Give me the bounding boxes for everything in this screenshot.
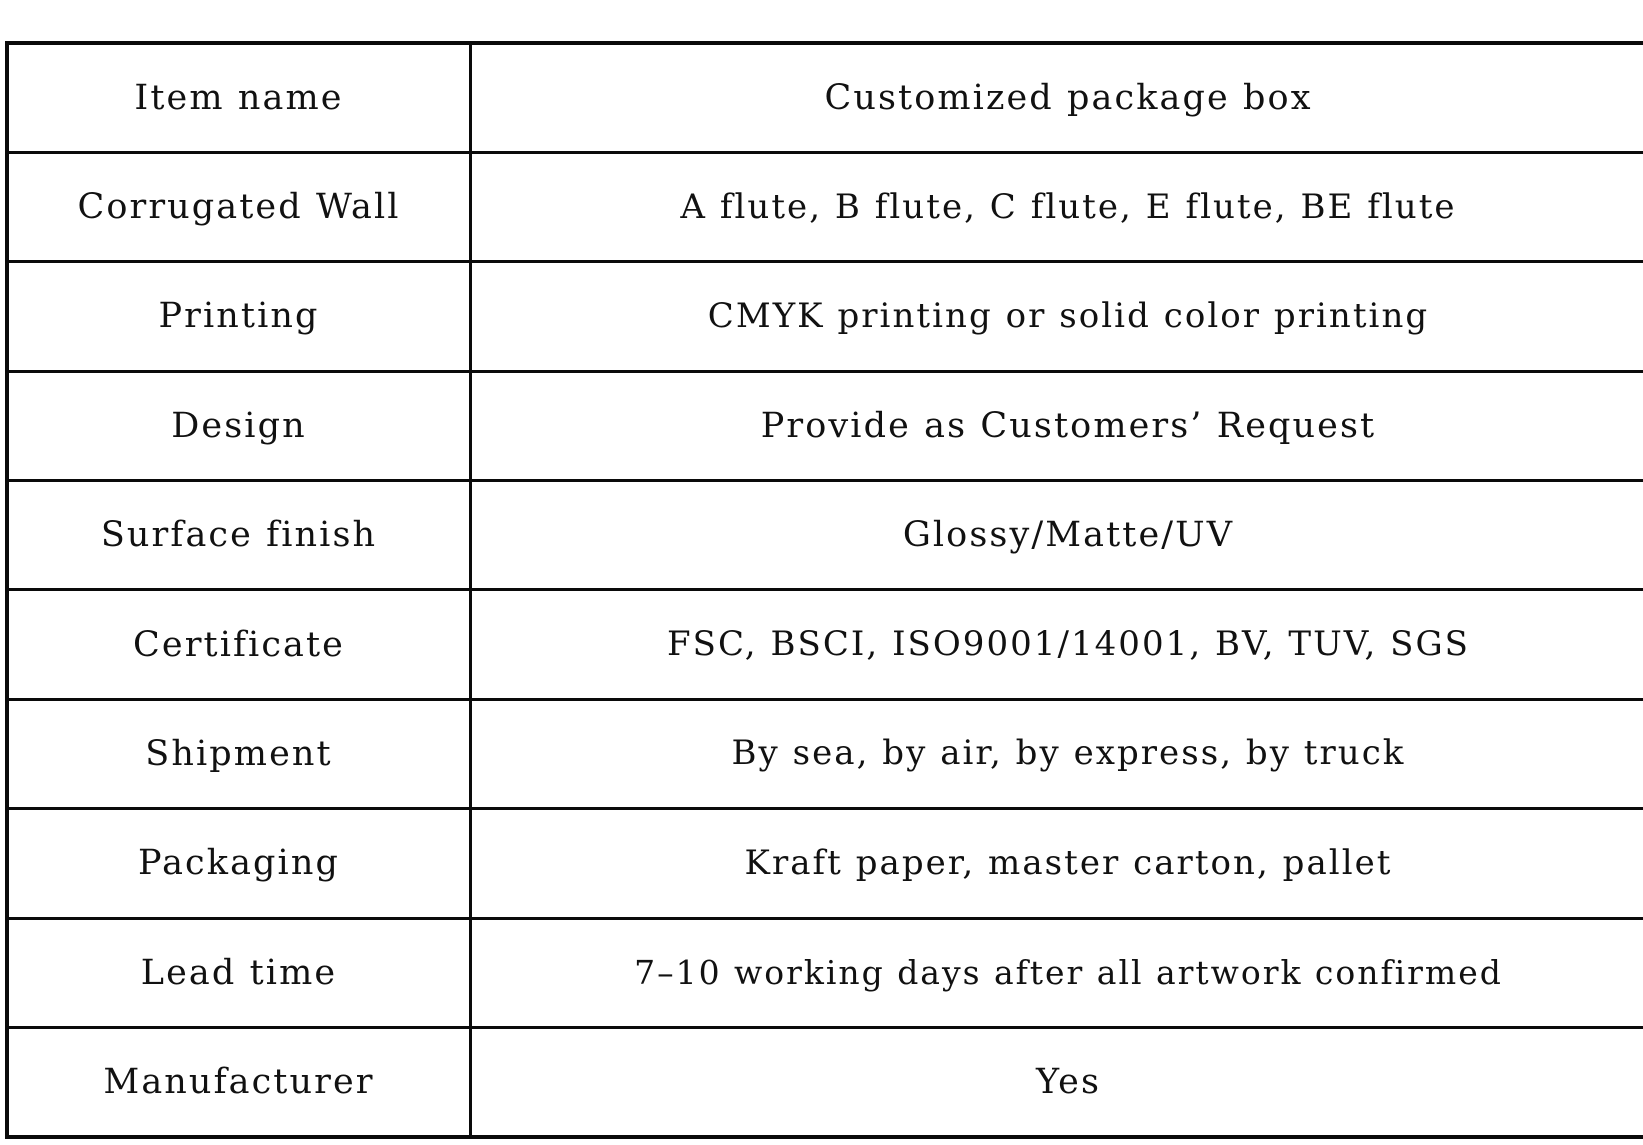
table-row: Certificate FSC, BSCI, ISO9001/14001, BV… <box>5 588 1643 701</box>
row-label-printing: Printing <box>5 260 472 373</box>
table-row: Packaging Kraft paper, master carton, pa… <box>5 807 1643 920</box>
row-label-certificate: Certificate <box>5 588 472 701</box>
row-label-manufacturer: Manufacturer <box>5 1026 472 1139</box>
row-label-lead-time: Lead time <box>5 916 472 1030</box>
row-value-shipment: By sea, by air, by express, by truck <box>469 697 1643 811</box>
table-row: Shipment By sea, by air, by express, by … <box>5 697 1643 811</box>
row-value-manufacturer: Yes <box>469 1026 1643 1139</box>
row-label-surface-finish: Surface finish <box>5 479 472 592</box>
row-label-shipment: Shipment <box>5 697 472 811</box>
table-row: Manufacturer Yes <box>5 1026 1643 1139</box>
row-value-design: Provide as Customers’ Request <box>469 369 1643 483</box>
table-row: Lead time 7–10 working days after all ar… <box>5 916 1643 1030</box>
row-value-corrugated-wall: A flute, B flute, C flute, E flute, BE f… <box>469 150 1643 264</box>
table-row: Surface finish Glossy/Matte/UV <box>5 479 1643 592</box>
row-label-design: Design <box>5 369 472 483</box>
table-body: Item name Customized package box Corruga… <box>5 41 1643 1139</box>
specification-table: Item name Customized package box Corruga… <box>5 41 1643 1139</box>
row-label-corrugated-wall: Corrugated Wall <box>5 150 472 264</box>
row-value-certificate: FSC, BSCI, ISO9001/14001, BV, TUV, SGS <box>469 588 1643 701</box>
row-value-packaging: Kraft paper, master carton, pallet <box>469 807 1643 920</box>
table-row: Item name Customized package box <box>5 41 1643 154</box>
row-label-packaging: Packaging <box>5 807 472 920</box>
row-value-printing: CMYK printing or solid color printing <box>469 260 1643 373</box>
row-label-item-name: Item name <box>5 41 472 154</box>
table-row: Design Provide as Customers’ Request <box>5 369 1643 483</box>
row-value-lead-time: 7–10 working days after all artwork conf… <box>469 916 1643 1030</box>
table-row: Corrugated Wall A flute, B flute, C flut… <box>5 150 1643 264</box>
row-value-surface-finish: Glossy/Matte/UV <box>469 479 1643 592</box>
row-value-item-name: Customized package box <box>469 41 1643 154</box>
table-row: Printing CMYK printing or solid color pr… <box>5 260 1643 373</box>
